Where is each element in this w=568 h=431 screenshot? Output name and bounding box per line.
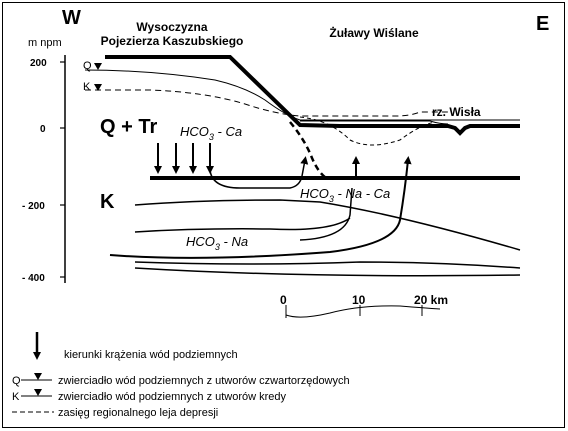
region-left-line1: Wysoczyzna (136, 20, 207, 34)
water-table-triangle (34, 373, 42, 380)
tick-label: 0 (40, 124, 46, 135)
stratum-line (134, 267, 521, 277)
depression-cone-extent (299, 116, 436, 146)
water-table-line (300, 120, 449, 125)
region-left-line2: Pojezierza Kaszubskiego (101, 34, 244, 48)
axis-unit: m npm (28, 37, 62, 49)
legend-q-letter: Q (12, 375, 21, 387)
stratum-lower-label: K (100, 191, 115, 213)
chem-label-ca: HCO3 - Ca (180, 124, 242, 142)
elevation-ticks (60, 61, 65, 278)
water-table-triangle (34, 389, 42, 396)
tick-label: - 200 (22, 201, 45, 212)
legend-arrow-text: kierunki krążenia wód podziemnych (64, 349, 238, 361)
terrain-surface (105, 55, 520, 136)
compass-west: W (62, 7, 81, 29)
scale-label: 20 km (414, 293, 448, 307)
scale-line (285, 305, 441, 318)
stratum-line (134, 217, 351, 233)
chem-label-na: HCO3 - Na (186, 234, 248, 252)
scale-label: 10 (352, 293, 366, 307)
legend-q-text: zwierciadło wód podziemnych z utworów cz… (58, 375, 350, 387)
flow-path (209, 156, 309, 189)
scale-bar (285, 305, 441, 318)
river-channel (451, 125, 469, 133)
water-table-q (84, 69, 520, 121)
diagram-frame (2, 2, 565, 428)
marker-k-letter: K (83, 81, 91, 93)
legend-k-text: zwierciadło wód podziemnych z utworów kr… (58, 391, 287, 403)
water-table-triangle (94, 84, 102, 91)
tick-label: - 400 (22, 273, 45, 284)
tick-label: 200 (30, 58, 47, 69)
stratum-line (134, 261, 521, 269)
legend-dash-text: zasięg regionalnego leja depresji (58, 407, 218, 419)
chem-label-na-ca: HCO3 - Na - Ca (300, 186, 390, 204)
marker-q-letter: Q (83, 60, 92, 72)
legend: kierunki krążenia wód podziemnych Q zwie… (12, 332, 350, 419)
legend-k-letter: K (12, 391, 20, 403)
flow-path (299, 187, 353, 241)
flow-path-dashed (289, 121, 327, 179)
stratum-upper-label: Q + Tr (100, 116, 157, 138)
river-label: rz. Wisła (432, 105, 481, 119)
water-table-triangle (94, 63, 102, 70)
depression-cone-extent (85, 89, 448, 117)
stratum-line (134, 199, 521, 251)
flow-path-deep (109, 156, 412, 259)
region-right: Żuławy Wiślane (329, 25, 419, 40)
scale-label: 0 (280, 293, 287, 307)
compass-east: E (536, 13, 549, 35)
